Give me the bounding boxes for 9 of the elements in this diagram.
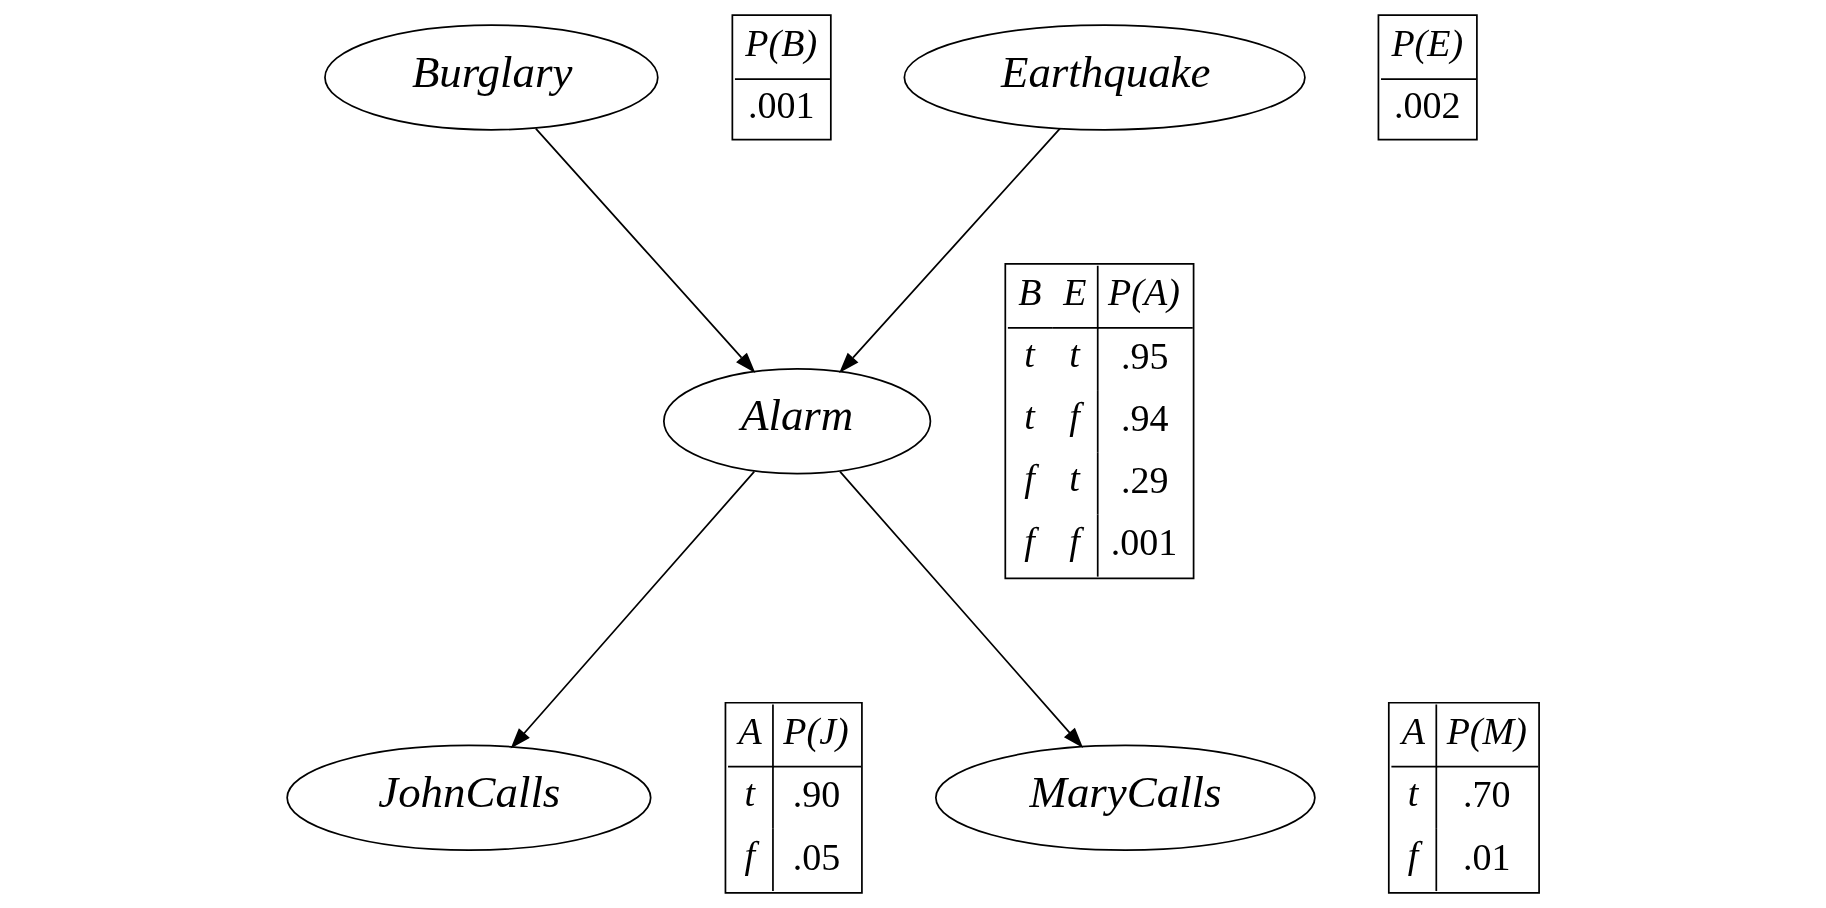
node-ellipse: Burglary <box>324 24 659 131</box>
node-ellipse: JohnCalls <box>286 744 652 851</box>
node-ellipse: MaryCalls <box>935 744 1316 851</box>
arrow <box>839 127 1061 373</box>
node-ellipse: Alarm <box>663 367 932 475</box>
arrow <box>534 127 756 373</box>
arrow <box>839 470 1084 749</box>
arrow <box>510 470 756 749</box>
node-ellipse: Earthquake <box>903 24 1306 131</box>
